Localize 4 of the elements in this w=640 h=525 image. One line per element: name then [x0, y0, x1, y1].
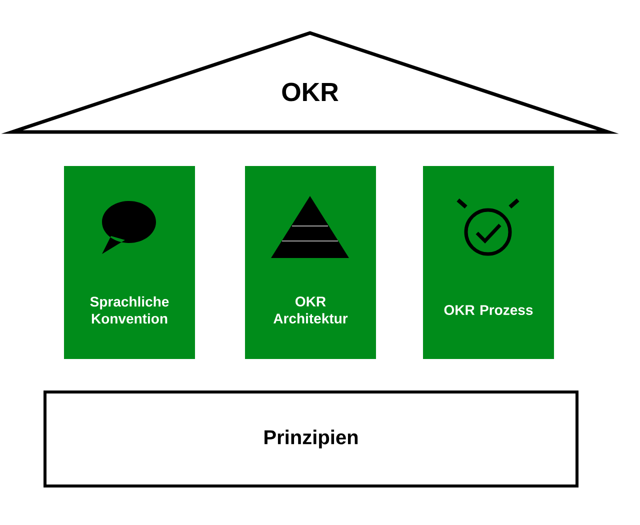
foundation-box: Prinzipien — [44, 390, 578, 488]
pillar-box: Sprachliche Konvention — [64, 166, 195, 359]
pillar-box: OKR Prozess — [423, 166, 554, 359]
pillar-box: OKR Architektur — [245, 166, 376, 359]
